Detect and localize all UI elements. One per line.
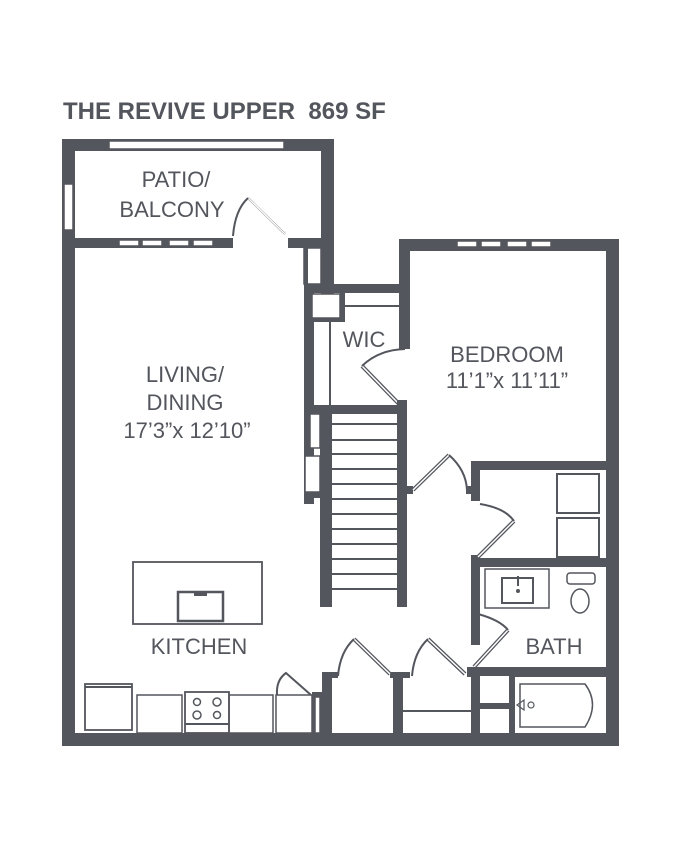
wic-label: WIC [343,327,386,352]
staircase [304,400,407,607]
wic-area [304,284,406,504]
kitchen-label: KITCHEN [151,634,248,659]
patio-label-line1: PATIO/ [142,167,212,192]
bath-walls [471,461,619,645]
living-label-line1: LIVING/ [146,362,225,387]
patio-label-line2: BALCONY [119,197,224,222]
hall-closets [312,637,475,734]
bedroom-label: BEDROOM [450,342,564,367]
patio-divider [62,238,334,248]
living-dims: 17’3”x 12’10” [123,418,250,443]
bath-label: BATH [525,634,582,659]
kitchen-fixtures [84,561,313,734]
bedroom-dims: 11’1”x 11’11” [446,368,568,393]
living-label-line2: DINING [147,390,224,415]
bedroom-door [407,453,474,494]
plan-title: THE REVIVE UPPER 869 SF [63,98,386,125]
patio-door [232,197,286,237]
bath-fixtures [471,568,619,734]
windows [63,140,552,248]
